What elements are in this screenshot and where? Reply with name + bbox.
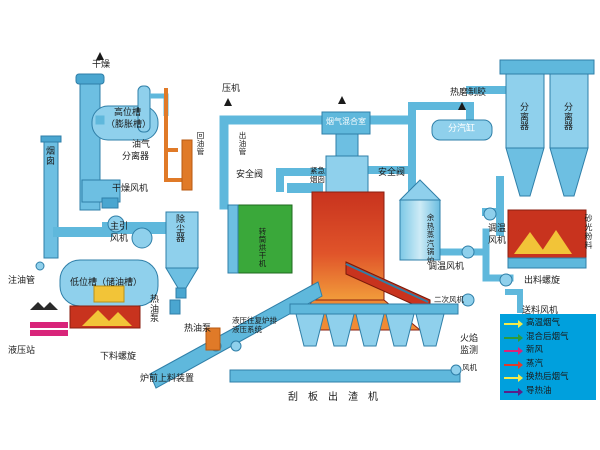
label-separator-right: 分离器 (564, 103, 574, 132)
label-front-feeder: 炉前上料装置 (140, 374, 195, 384)
label-waste-heat-boiler: 余热蒸汽锅炉 (426, 213, 435, 265)
label-oil-gas-separator-a: 油气 (132, 140, 151, 150)
label-oil-gas-separator-b: 分离器 (122, 152, 150, 162)
slag-hoppers (229, 303, 461, 383)
label-main-fan-a: 主引 (110, 222, 129, 232)
legend-arrowhead (518, 374, 523, 382)
label-safety-valve-left: 安全阀 (236, 170, 264, 180)
legend-arrowhead (518, 387, 523, 396)
legend-item: 高温烟气 (504, 318, 596, 330)
separators (499, 59, 595, 269)
dryer-drum (227, 204, 293, 274)
label-safety-valve-right: 安全阀 (378, 168, 406, 178)
flow-arrows (96, 52, 466, 110)
flue-gas-chamber (321, 111, 371, 193)
label-dryer-vertical: 转筒烘干机 (258, 227, 267, 268)
label-outlet-screw: 出料螺旋 (524, 276, 561, 286)
steam-drum (431, 119, 493, 141)
label-outlet-pipe: 出油管 (238, 131, 247, 156)
legend-arrowhead (518, 360, 523, 369)
label-low-tank: 低位槽（储油槽） (70, 278, 143, 288)
legend-item: 混合后烟气 (504, 332, 596, 344)
low-tank (59, 259, 159, 307)
label-oil-inlet-pipe: 注油管 (8, 276, 36, 286)
legend-label: 新风 (526, 345, 544, 355)
label-main-fan-b: 风机 (110, 234, 129, 244)
hydraulic-station (30, 302, 68, 336)
legend-swatch (504, 377, 519, 379)
label-fan-small: 风机 (462, 363, 477, 372)
label-hot-oil-pump-a: 热油泵 (150, 295, 160, 324)
legend-arrowhead (518, 320, 523, 328)
label-feed-fan: 送料风机 (522, 306, 559, 316)
label-temp-fan-b: 风机 (488, 236, 507, 246)
legend-arrowhead (518, 333, 523, 342)
label-lower-screw: 下料螺旋 (100, 352, 137, 362)
label-dust-collector: 除尘器 (176, 215, 186, 244)
label-flame-monitor-b: 监测 (460, 346, 479, 356)
label-flue-gas-chamber: 烟气混合室 (326, 117, 366, 126)
label-secondary-fan: 二次风机 (434, 295, 464, 304)
legend-label: 混合后烟气 (526, 331, 569, 342)
legend-swatch (504, 336, 519, 339)
label-hot-oil-pump-b: 热油泵 (184, 324, 212, 334)
label-separator-left: 分离器 (520, 103, 530, 132)
legend-arrowhead (518, 347, 523, 355)
legend-item: 换热后烟气 (504, 372, 596, 384)
label-hot-grind-cylinder: 热磨制胶 (450, 88, 487, 98)
label-flame-monitor-a: 火焰 (460, 334, 479, 344)
hot-oil-pumps (169, 299, 221, 351)
label-expansion-tank: （膨胀槽） (106, 120, 152, 130)
legend-label: 换热后烟气 (526, 372, 569, 382)
legend-label: 导热油 (526, 385, 552, 396)
label-chimney: 烟囱 (46, 147, 56, 167)
label-emergency-flue: 紧急烟囱 (310, 166, 325, 184)
label-return-pipe: 回油管 (196, 131, 205, 156)
label-hydraulic-station: 液压站 (8, 346, 36, 356)
label-dry-fan: 干燥风机 (112, 184, 149, 194)
lower-hopper (69, 305, 141, 329)
legend-swatch (504, 363, 519, 366)
legend (500, 314, 596, 400)
label-compressor: 压机 (222, 84, 241, 94)
legend-swatch (504, 350, 519, 352)
legend-label: 高温烟气 (526, 318, 561, 328)
legend-swatch (504, 390, 519, 393)
waste-heat-boiler (398, 179, 442, 261)
label-sand-powder: 砂光粉料 (584, 214, 593, 250)
legend-label: 蒸汽 (526, 358, 544, 369)
label-temp-fan-2: 调温风机 (428, 262, 465, 272)
label-scraper: 刮 板 出 渣 机 (288, 392, 378, 403)
legend-item: 新风 (504, 345, 596, 357)
dust-collector (165, 211, 199, 299)
incline-conveyor (149, 281, 323, 389)
label-temp-fan-a: 调温 (488, 224, 507, 234)
label-high-tank: 高位槽 (114, 108, 142, 118)
label-hydraulic-system: 液压往复炉排液压系统 (232, 316, 277, 334)
legend-swatch (504, 323, 519, 325)
label-dry-top: 干燥 (92, 60, 111, 70)
label-steam-drum: 分汽缸 (448, 124, 476, 134)
return-oil-pipe (164, 88, 193, 191)
legend-item: 导热油 (504, 386, 596, 398)
legend-item: 蒸汽 (504, 359, 596, 371)
